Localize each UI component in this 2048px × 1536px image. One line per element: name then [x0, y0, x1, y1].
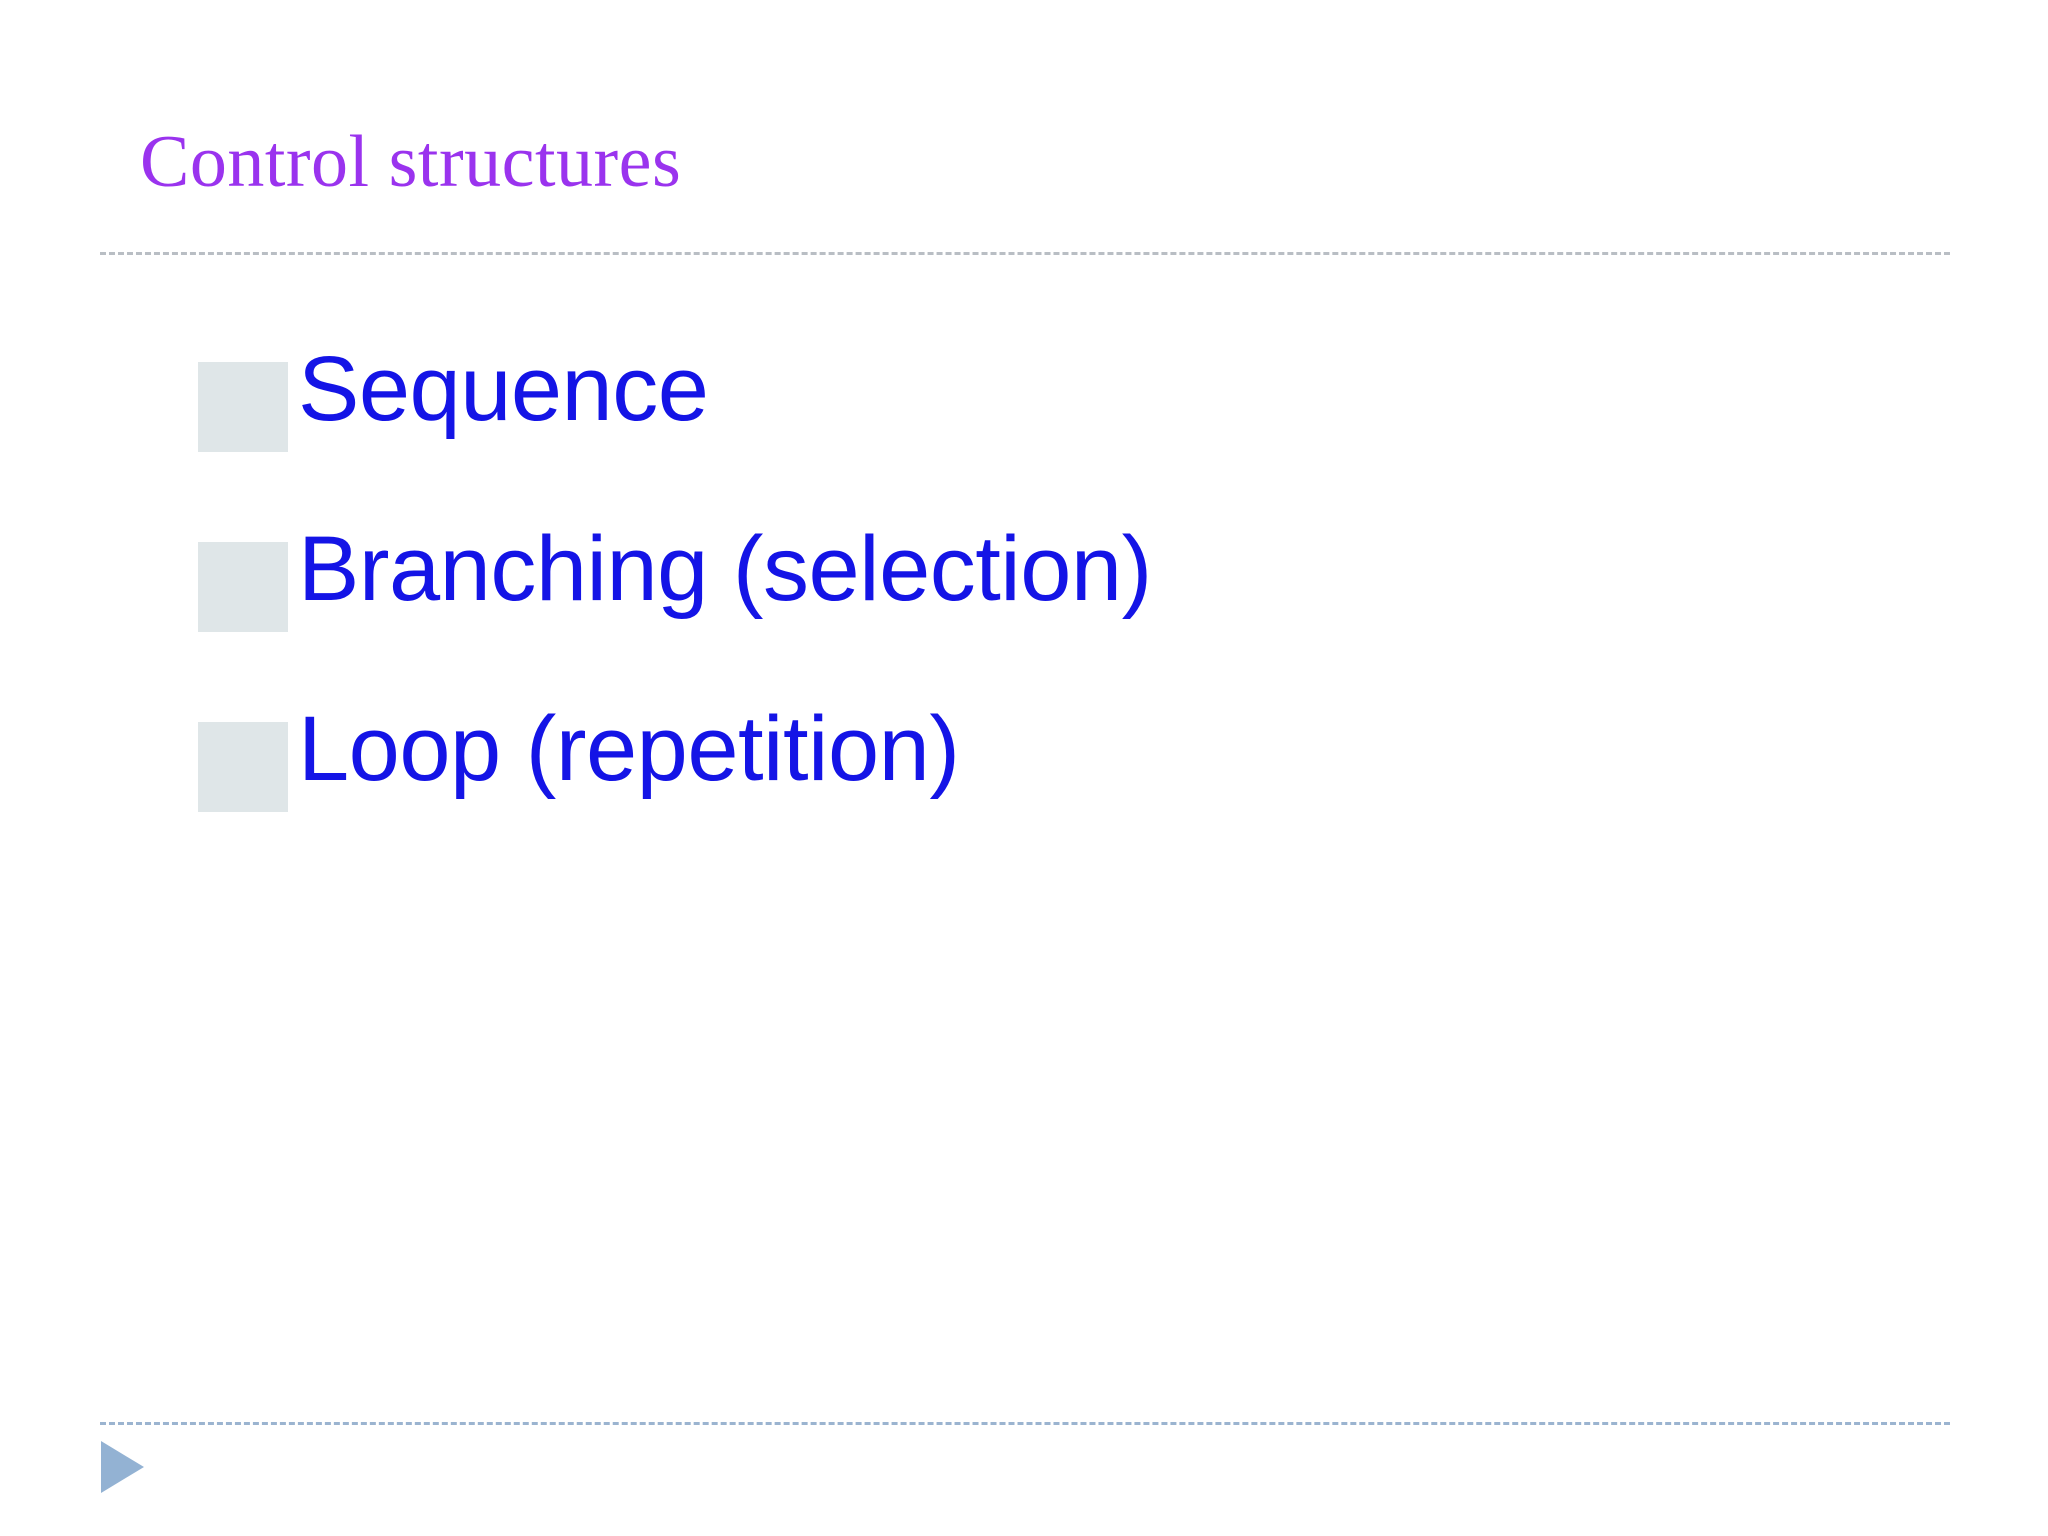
- list-item-label: Sequence: [298, 338, 709, 440]
- slide-title: Control structures: [140, 121, 682, 203]
- list-item-label: Loop (repetition): [298, 698, 960, 800]
- square-bullet-icon: [198, 722, 288, 812]
- footer-divider: [100, 1422, 1950, 1425]
- square-bullet-icon: [198, 542, 288, 632]
- header-divider: [100, 252, 1950, 255]
- list-item-label: Branching (selection): [298, 518, 1152, 620]
- list-item: Branching (selection): [198, 510, 1958, 690]
- square-bullet-icon: [198, 362, 288, 452]
- list-item: Sequence: [198, 330, 1958, 510]
- play-triangle-right-icon[interactable]: [101, 1441, 144, 1493]
- bullet-list: Sequence Branching (selection) Loop (rep…: [198, 330, 1958, 870]
- list-item: Loop (repetition): [198, 690, 1958, 870]
